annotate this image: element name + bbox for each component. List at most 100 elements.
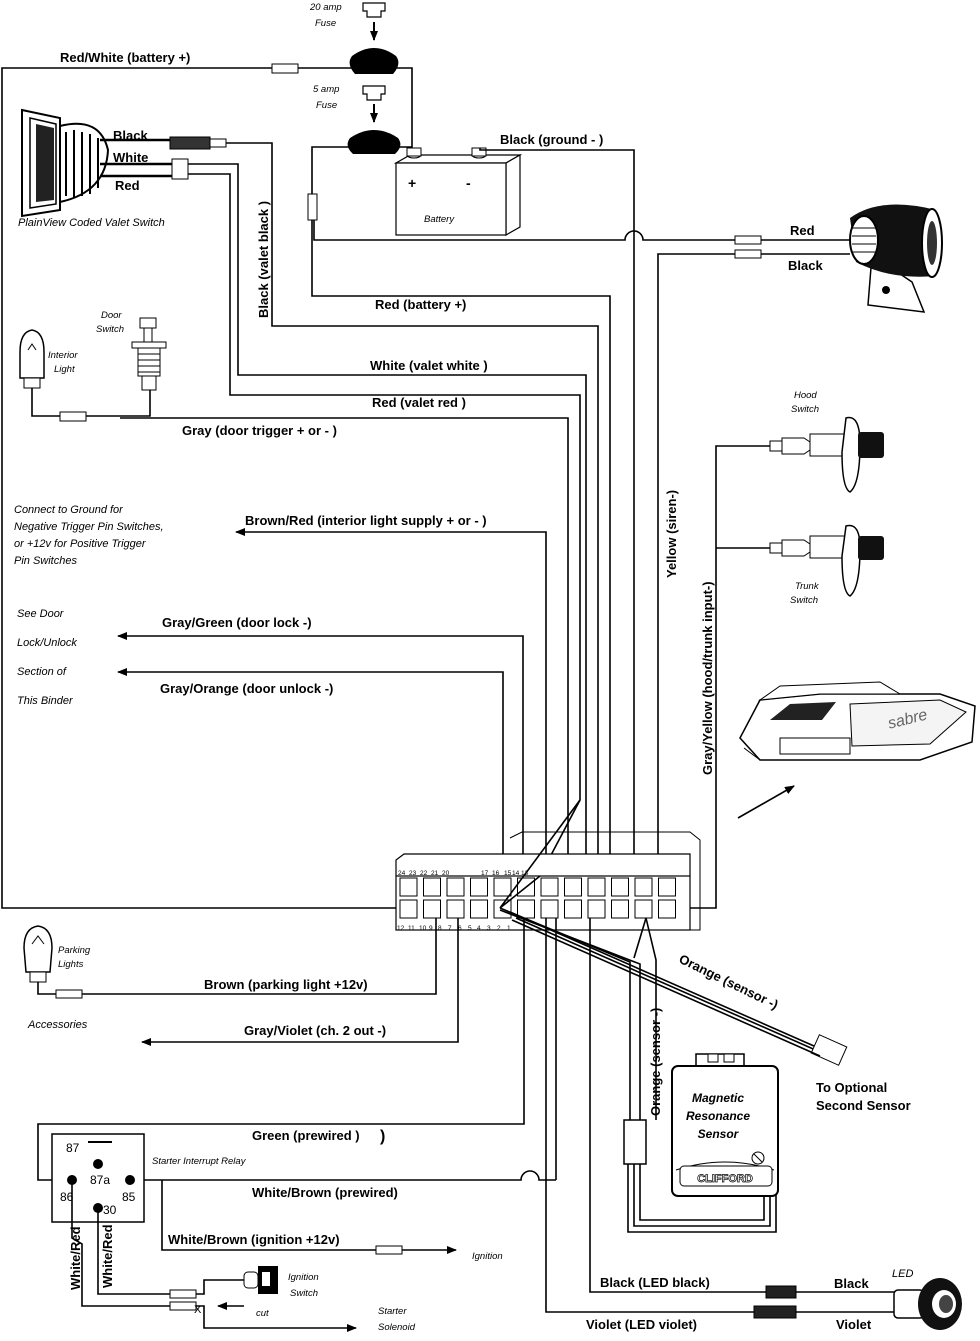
connector-bottom-cavity	[658, 899, 676, 919]
note-door-3: Section of	[17, 666, 67, 678]
valet-black-label: Black	[113, 128, 148, 143]
door-switch: Door Switch	[96, 310, 167, 391]
pin-label-11: 11	[408, 925, 415, 932]
wire-yellow-siren-label: Yellow (siren-)	[664, 490, 679, 578]
wire-valet-white: White White (valet white )	[100, 150, 587, 876]
wire-white-brown-prewired: White/Brown (prewired)	[130, 918, 557, 1200]
sabre-remote-unit: sabre	[737, 681, 976, 819]
wire-gray-violet-label: Gray/Violet (ch. 2 out -)	[244, 1023, 386, 1038]
sensor-title-1: Magnetic	[692, 1091, 744, 1105]
relay-87a: 87a	[90, 1173, 110, 1187]
connector-bottom-cavity	[540, 899, 559, 919]
connector-top-cavity	[658, 877, 676, 897]
wire-white-red: White/Red White/Red	[68, 1184, 197, 1311]
connector-bottom-pins	[399, 899, 676, 919]
relay-30: 30	[103, 1203, 117, 1217]
pin-label-16: 16	[492, 870, 500, 877]
hood-switch-label-1: Hood	[794, 390, 817, 401]
parking-label-2: Lights	[58, 959, 84, 970]
led-title: LED	[892, 1268, 913, 1280]
hood-switch: Hood Switch	[769, 390, 884, 493]
fuse-5-label: 5 amp	[313, 84, 339, 95]
connector-bottom-cavity	[470, 899, 488, 919]
valet-red-label: Red	[115, 178, 140, 193]
siren	[849, 204, 943, 313]
parking-label-1: Parking	[58, 945, 91, 956]
led-violet-label: Violet	[836, 1317, 872, 1332]
wire-siren-red: Red	[313, 220, 850, 245]
connector-bottom-cavity	[423, 899, 441, 919]
interior-light-label-2: Light	[54, 364, 75, 375]
interior-light-label-1: Interior	[48, 350, 78, 361]
pin-label-1: 1	[507, 925, 511, 932]
wire-red-battery-label: Red (battery +)	[375, 297, 466, 312]
pin-label-20: 20	[442, 870, 450, 877]
starter-interrupt-relay: 87 87a 86 85 30 Starter Interrupt Relay	[51, 1133, 247, 1223]
pin-label-5: 5	[468, 925, 472, 932]
wire-red-white: Red/White (battery +)	[1, 50, 413, 909]
wire-green: Green (prewired ) )	[37, 918, 525, 1181]
svg-text:): )	[380, 1128, 385, 1145]
siren-black-label: Black	[788, 258, 823, 273]
battery-label: Battery	[424, 214, 455, 225]
wire-green-label: Green (prewired )	[252, 1128, 360, 1143]
wire-red-battery: Red (battery +)	[307, 146, 611, 876]
pin-label-6: 6	[458, 925, 462, 932]
connector-top-cavity	[493, 877, 512, 897]
connector-top-cavity	[611, 877, 629, 897]
ignition-switch-label-2: Switch	[290, 1288, 318, 1299]
connector-bottom-cavity	[446, 899, 465, 919]
connector-bottom-cavity	[587, 899, 606, 919]
trunk-switch-label-1: Trunk	[795, 581, 820, 592]
wire-black-led-label: Black (LED black)	[600, 1275, 710, 1290]
wire-orange-sensor-1-label: Orange (sensor -)	[677, 951, 781, 1012]
pin-label-2: 2	[497, 925, 501, 932]
starter-label-2: Solenoid	[378, 1322, 416, 1333]
wire-black-valet-label: Black (valet black )	[256, 201, 271, 318]
relay-86: 86	[60, 1190, 74, 1204]
pin-label-15: 15	[504, 870, 512, 877]
pin-label-9: 9	[429, 925, 433, 932]
pin-label-3: 3	[487, 925, 491, 932]
note-ground: Connect to Ground for Negative Trigger P…	[14, 504, 164, 567]
wire-brown-red-label: Brown/Red (interior light supply + or - …	[245, 513, 487, 528]
wire-orange-sensor-2-label: Orange (sensor -)	[648, 1008, 663, 1116]
wire-valet-red: Red Red (valet red )	[100, 173, 581, 877]
wire-brown-parking: Brown (parking light +12v)	[37, 918, 437, 999]
relay-85: 85	[122, 1190, 136, 1204]
wire-valet-black: Black Black (valet black )	[100, 128, 599, 876]
fuse-20-sub: Fuse	[315, 18, 336, 29]
cut-x: X	[194, 1304, 202, 1316]
wire-gray-violet: Gray/Violet (ch. 2 out -)	[141, 918, 459, 1046]
sensor-title-3: Sensor	[698, 1127, 740, 1141]
connector-bottom-cavity	[564, 899, 582, 919]
pin-label-22: 22	[420, 870, 428, 877]
pin-label-12: 12	[397, 925, 405, 932]
wire-gray-orange-label: Gray/Orange (door unlock -)	[160, 681, 333, 696]
sensor-brand: CLIFFORD	[697, 1173, 753, 1185]
cut-label: cut	[256, 1308, 269, 1319]
connector-top-cavity	[540, 877, 559, 897]
door-switch-label-1: Door	[101, 310, 122, 321]
wire-white-red-2-label: White/Red	[100, 1224, 115, 1288]
fuse-5-sub: Fuse	[316, 100, 337, 111]
connector-top-cavity	[564, 877, 582, 897]
note-door-lock: See Door Lock/Unlock Section of This Bin…	[17, 608, 77, 707]
note-door-4: This Binder	[17, 695, 74, 707]
pin-label-8: 8	[438, 925, 442, 932]
wire-orange-sensor: Orange (sensor -)	[499, 907, 777, 1233]
fuse-5-amp: 5 amp Fuse	[313, 84, 401, 154]
connector-top-cavity	[446, 877, 465, 897]
fuse-20-label: 20 amp	[309, 2, 342, 13]
wire-gray-door-label: Gray (door trigger + or - )	[182, 423, 337, 438]
parking-lights: Parking Lights	[23, 925, 91, 983]
accessories-label: Accessories	[27, 1019, 88, 1031]
connector-bottom-cavity	[634, 899, 653, 919]
wire-black-ground: Black (ground - )	[479, 132, 635, 876]
wire-gray-orange: Gray/Orange (door unlock -)	[117, 668, 504, 876]
battery: + - Battery	[393, 147, 523, 237]
valet-switch-caption: PlainView Coded Valet Switch	[18, 217, 165, 229]
wire-violet-led: Violet (LED violet) Violet	[545, 918, 896, 1332]
note-ground-2: Negative Trigger Pin Switches,	[14, 521, 164, 533]
